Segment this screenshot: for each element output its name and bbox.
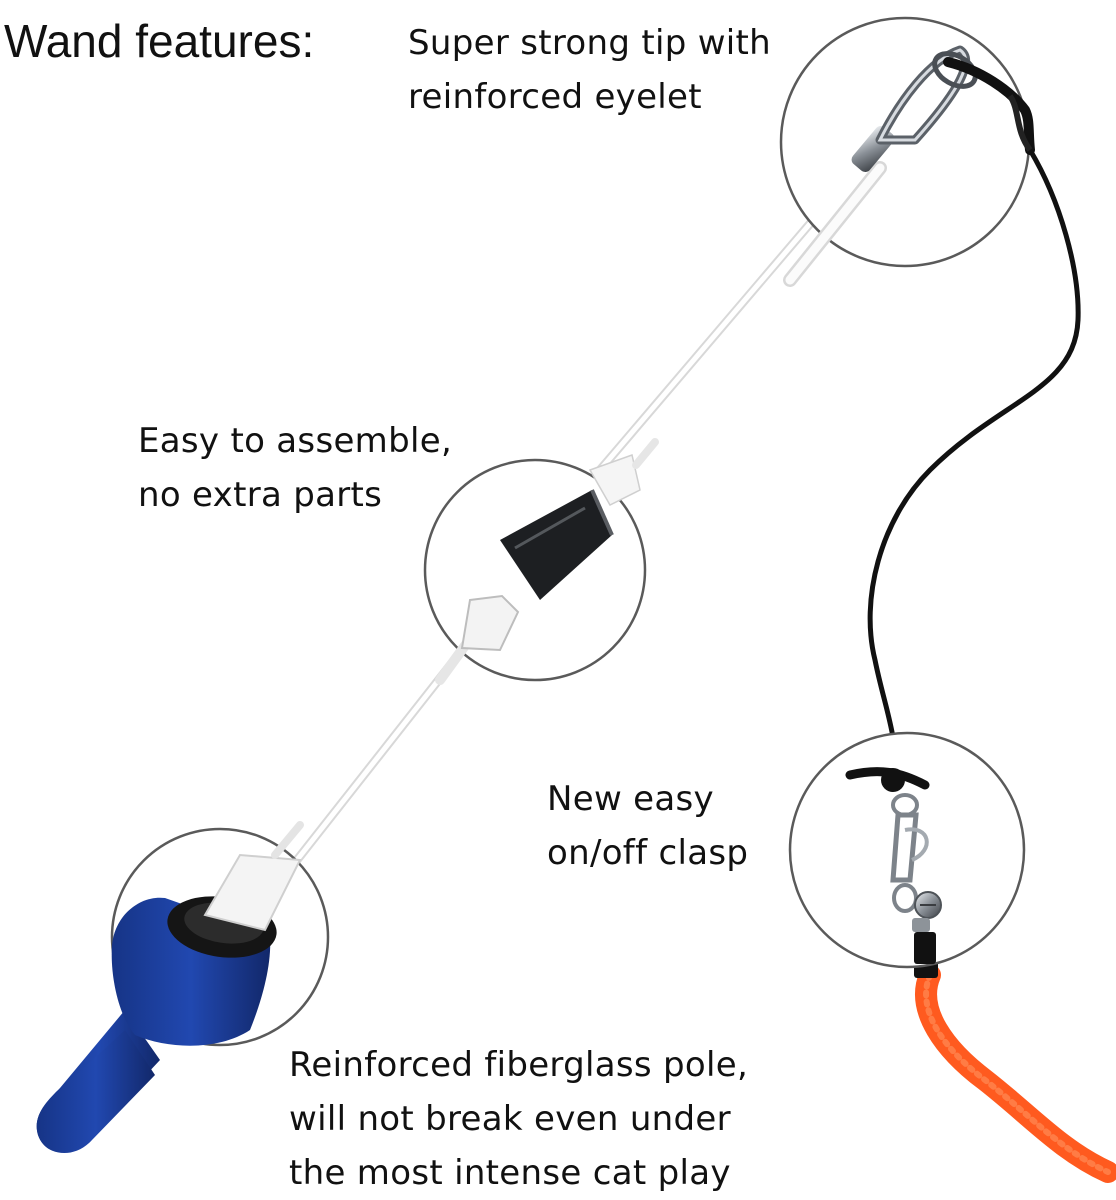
eyelet-tip-icon [779, 16, 1035, 287]
caption-line: Easy to assemble, [138, 421, 453, 461]
clasp-icon [788, 731, 1026, 969]
caption-line: New easy [547, 779, 714, 819]
connector-icon [423, 438, 659, 685]
caption-line: Super strong tip with [408, 23, 772, 63]
caption-line: Reinforced fiberglass pole, [289, 1045, 749, 1085]
string-icon [867, 147, 1081, 793]
caption-line: on/off clasp [547, 833, 749, 873]
feature-caption-assemble: Easy to assemble, no extra parts [138, 414, 452, 522]
feature-caption-tip: Super strong tip with reinforced eyelet [408, 16, 771, 124]
caption-line: no extra parts [138, 475, 383, 515]
feature-caption-pole: Reinforced fiberglass pole, will not bre… [289, 1038, 748, 1200]
wand-handle-icon [36, 821, 330, 1154]
caption-line: the most intense cat play [289, 1153, 731, 1193]
page-title: Wand features: [4, 15, 315, 67]
caption-line: will not break even under [289, 1099, 731, 1139]
caption-line: reinforced eyelet [408, 77, 702, 117]
bell-icon [914, 891, 942, 919]
worm-lure-icon [914, 950, 1116, 1183]
feature-caption-clasp: New easy on/off clasp [547, 772, 748, 880]
